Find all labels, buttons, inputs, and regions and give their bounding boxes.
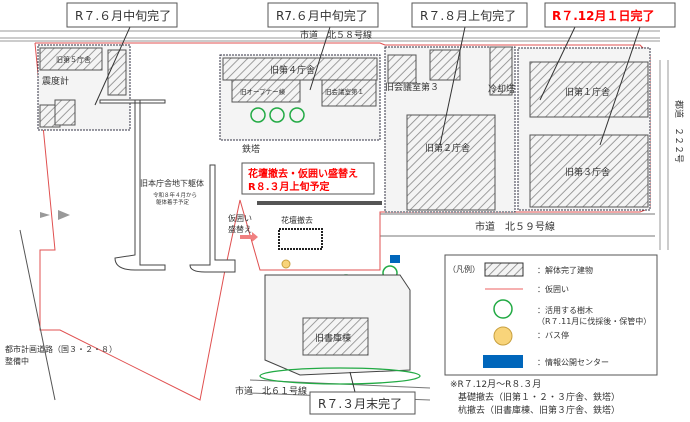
old-building-2 [406, 114, 496, 211]
triangle-marker [58, 210, 70, 220]
old-archive-building [302, 317, 369, 356]
road-to222-label: 都道 ２２２号 [673, 100, 685, 163]
old-conference-1-label: 旧会議室第１ [325, 87, 364, 96]
status-label-box [411, 2, 528, 28]
cooling-tower [489, 46, 513, 96]
legend-item-label: ：仮囲い [537, 284, 569, 294]
old-building-5-label: 旧第５庁舎 [56, 55, 91, 64]
road-north59 [380, 213, 655, 237]
hatched-structure [429, 49, 461, 81]
status-label-box [309, 391, 416, 415]
cooling-tower-label: 冷却塔 [488, 83, 515, 95]
old-archive-label: 旧書庫棟 [315, 332, 351, 344]
old-building-1-label: 旧第１庁舎 [565, 86, 610, 98]
legend-hatched-icon [484, 262, 524, 277]
legend-green-circle-icon [493, 299, 513, 319]
road-north59-label: 市道 北５９号線 [475, 220, 555, 233]
road-to222 [659, 60, 669, 250]
legend-item-label: ：情報公開センター [537, 357, 609, 367]
road-edge [19, 229, 56, 401]
basement-label: 旧本庁舎地下躯体 [140, 178, 204, 188]
old-conference-1 [321, 79, 377, 107]
old-building-4-label: 旧第４庁舎 [270, 64, 315, 76]
bus-stop-icon [281, 259, 291, 269]
status-bldg2: R７.８月上旬完了 [420, 8, 516, 23]
status-bldg4: R7.６月中旬完了 [276, 8, 368, 23]
hatched-structure [54, 99, 76, 126]
note-line: ※R７.12月～R８.３月 [450, 379, 541, 390]
status-callouts [94, 26, 641, 393]
road-north58-label: 市道 北５８号線 [300, 29, 372, 41]
old-building-1 [529, 61, 649, 118]
legend-item-label: ：活用する樹木 [537, 305, 593, 315]
temporary-fence [34, 42, 651, 401]
fence-change-label: 盛替え [228, 224, 252, 234]
basement-note: 躯体着手予定 [156, 198, 190, 206]
arrow-icon [240, 232, 258, 242]
flowerbed [278, 228, 323, 250]
notice-line2: R８.３月上旬予定 [248, 180, 330, 193]
legend-yellow-circle-icon [493, 326, 513, 346]
hatched-structure [107, 49, 127, 96]
fence-change-label: 仮囲い [228, 213, 252, 223]
legend-item-sublabel: （R７.11月に伐採後・保管中） [537, 316, 651, 326]
legend-item-label: ：バス停 [537, 330, 569, 340]
legend-title: （凡例） [448, 264, 480, 274]
tower-label: 鉄塔 [242, 143, 260, 155]
note-line: 杭撤去（旧書庫棟、旧第３庁舎、鉄塔） [458, 404, 620, 416]
notice-box [241, 162, 375, 195]
road-north58 [0, 30, 660, 42]
note-line: 基礎撤去（旧第１・２・３庁舎、鉄塔） [458, 391, 620, 403]
status-label-box [66, 2, 178, 28]
flowerbed-label: 花壇撤去 [281, 215, 313, 225]
old-opener-label: 旧オープナー棟 [240, 87, 286, 96]
old-building-5 [39, 47, 103, 71]
tree-row [259, 367, 421, 385]
road-north61-label: 市道 北６１号線 [235, 385, 307, 397]
seismometer-label: 震度計 [42, 75, 69, 87]
status-label-box [544, 2, 676, 28]
info-center-icon [390, 255, 400, 263]
old-building-3 [529, 134, 649, 208]
fence-segment [257, 201, 382, 205]
basement-note: 令和８年４月から [153, 191, 197, 199]
city-plan-road-status: 整備中 [5, 356, 29, 366]
legend-item-label: ：解体完了建物 [537, 265, 593, 275]
legend-blue-rect-icon [483, 355, 523, 368]
triangle-marker [40, 212, 50, 218]
old-opener-building [231, 79, 301, 103]
status-bldg1: R７.12月１日完了 [552, 8, 655, 23]
old-building-2-label: 旧第２庁舎 [425, 142, 470, 154]
status-label-box [267, 2, 379, 28]
status-south: R７.３月末完了 [318, 396, 402, 411]
old-basement-structure [99, 99, 236, 273]
old-conference-3-label: 旧会議室第３ [385, 81, 439, 93]
old-building-3-label: 旧第３庁舎 [565, 166, 610, 178]
hatched-structure [387, 54, 417, 84]
legend [444, 254, 658, 376]
notice-line1: 花壇撤去・仮囲い盛替え [248, 167, 358, 180]
city-plan-road-label: 都市計画道路（国３・２・８） [5, 344, 117, 354]
status-bldg5: R７.６月中旬完了 [75, 8, 171, 23]
